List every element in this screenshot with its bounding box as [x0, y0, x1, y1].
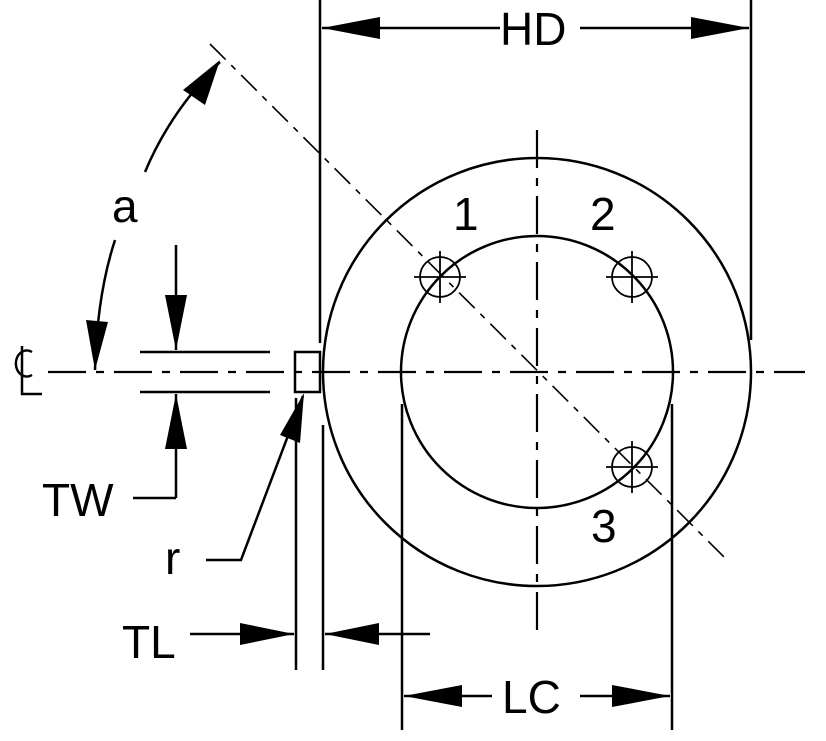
lc-label: LC [502, 671, 561, 723]
lc-dimension [400, 404, 674, 730]
tw-label: TW [42, 474, 114, 526]
tw-dimension [133, 245, 270, 500]
bolt-hole-2 [606, 251, 658, 303]
hd-dimension [318, 0, 753, 343]
centerline-symbol [14, 346, 42, 396]
diagonal-angle-line [209, 43, 728, 561]
hd-label: HD [500, 3, 566, 55]
r-label: r [165, 532, 180, 584]
hole-label-1: 1 [453, 188, 479, 240]
bolt-hole-1 [414, 251, 466, 303]
tang-rectangle [293, 350, 322, 394]
angle-a-label: a [112, 180, 138, 232]
angle-a-dimension [86, 60, 221, 371]
bolt-hole-3 [606, 441, 658, 493]
tl-dimension [190, 398, 430, 670]
r-leader [206, 393, 305, 562]
hole-label-3: 3 [591, 500, 617, 552]
hole-label-2: 2 [590, 188, 616, 240]
tl-label: TL [122, 616, 176, 668]
